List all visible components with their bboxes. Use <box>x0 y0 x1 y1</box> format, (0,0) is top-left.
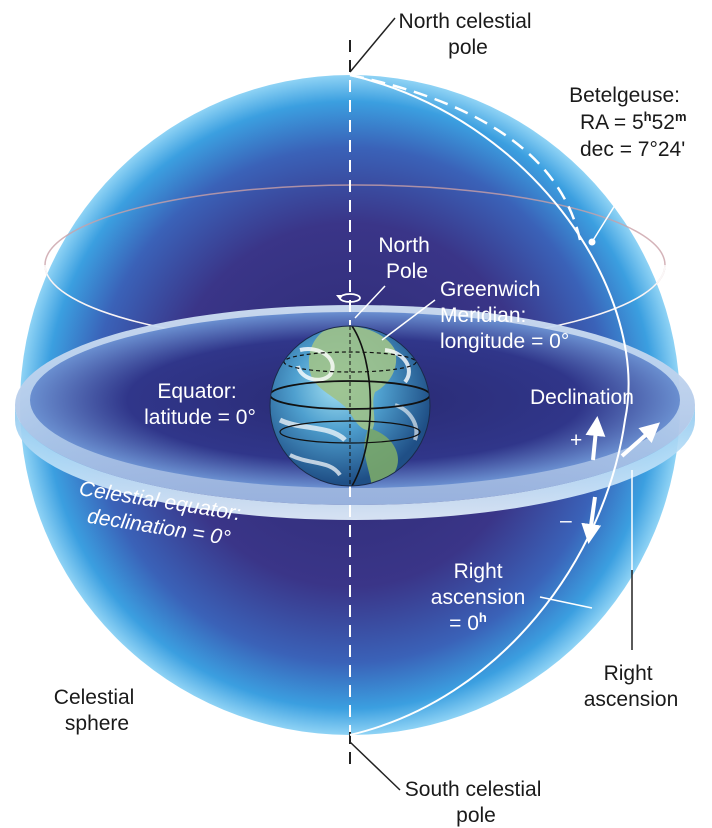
ra-zero-meridian <box>349 74 630 736</box>
declination-label: Declination <box>530 386 634 409</box>
declination-plus-sign: + <box>570 429 582 452</box>
greenwich-meridian-label: Greenwich Meridian: longitude = 0° <box>440 278 569 353</box>
betelgeuse-ra-label: RA = 5h52m <box>580 109 687 134</box>
south-celestial-pole-leader <box>349 741 401 791</box>
cloud-swirl <box>296 347 335 382</box>
north-celestial-pole-leader <box>349 17 396 73</box>
ra-zero-label: Right ascension = 0h <box>431 560 531 635</box>
declination-plus-arrow <box>585 416 606 461</box>
betelgeuse-star <box>588 238 596 246</box>
declination-minus-arrow <box>581 496 602 544</box>
betelgeuse-leader <box>591 164 641 243</box>
cloud-swirl-2 <box>384 348 411 384</box>
declination-minus-sign: – <box>560 509 572 532</box>
cloud-band <box>278 417 347 442</box>
right-ascension-arrow <box>620 422 660 458</box>
earth-greenwich-meridian <box>351 326 372 486</box>
greenwich-leader <box>381 299 436 341</box>
betelgeuse-dec-label: dec = 7°24' <box>580 138 685 161</box>
equator-label: Equator: latitude = 0° <box>144 380 256 429</box>
north-celestial-pole-label: North celestial pole <box>399 10 538 59</box>
north-pole-leader <box>354 285 386 319</box>
rotation-arrow-head <box>336 295 343 300</box>
cloud-band-2 <box>289 453 342 477</box>
betelgeuse-label: Betelgeuse: <box>569 84 680 107</box>
ra-zero-leader <box>539 596 593 609</box>
north-pole-label: North Pole <box>378 234 435 283</box>
earth-globe <box>269 325 431 487</box>
earth-equator-line <box>270 380 430 410</box>
celestial-sphere-label: Celestial sphere <box>54 686 140 735</box>
right-ascension-label: Right ascension <box>584 662 679 711</box>
south-celestial-pole-label: South celestial pole <box>405 778 547 827</box>
betelgeuse-hour-circle <box>349 73 582 241</box>
earth-latitude-line <box>283 351 417 373</box>
